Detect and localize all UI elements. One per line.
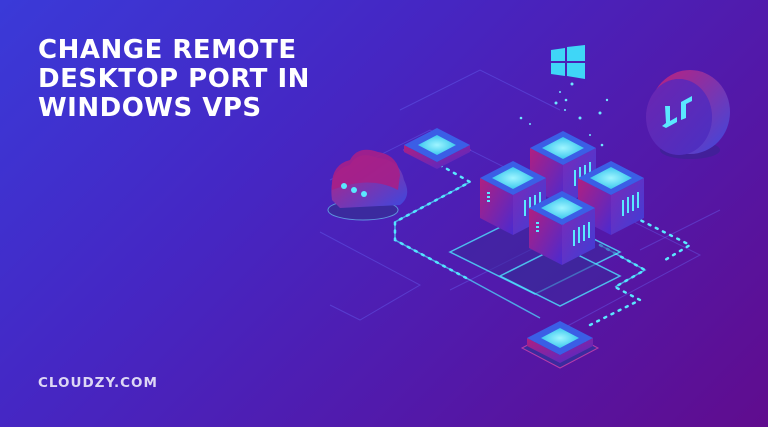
chip-node-icon bbox=[520, 321, 600, 369]
banner-title: CHANGE REMOTE DESKTOP PORT IN WINDOWS VP… bbox=[38, 35, 310, 123]
server-cube-icon bbox=[530, 131, 596, 205]
cloud-chat-icon bbox=[327, 149, 408, 221]
server-cube-icon bbox=[529, 191, 595, 265]
server-cube-icon bbox=[578, 161, 644, 235]
windows-logo-icon bbox=[551, 45, 585, 79]
remote-desktop-icon bbox=[646, 70, 730, 159]
server-cube-icon bbox=[480, 161, 546, 235]
brand-link[interactable]: CLOUDZY.COM bbox=[38, 375, 158, 391]
chip-node-icon bbox=[402, 128, 472, 169]
